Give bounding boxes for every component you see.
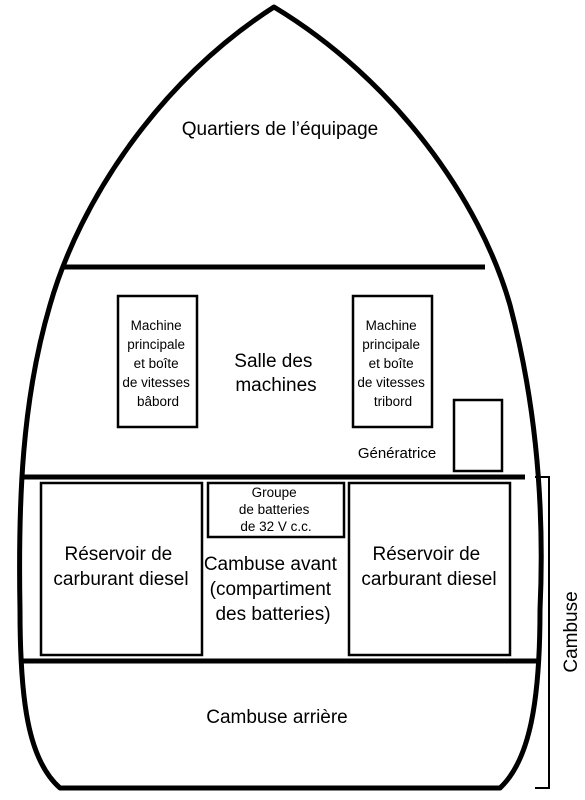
starboard-engine-box	[351, 294, 434, 429]
right-fuel-tank-box	[347, 481, 512, 657]
port-engine-box	[116, 294, 199, 429]
forward-lazarette-label: Cambuse avant (compartiment des batterie…	[204, 554, 342, 625]
right-fuel-tank-label: Réservoir de carburant diesel	[361, 544, 496, 590]
generator-label: Génératrice	[358, 445, 436, 462]
hull-outline	[17, 4, 544, 791]
port-engine-label: Machine principale et boîte de vitesses …	[122, 318, 193, 409]
side-bracket-label: Cambuse	[561, 591, 582, 672]
aft-lazarette-label: Cambuse arrière	[206, 707, 348, 728]
lazarette-bracket	[535, 476, 550, 789]
battery-group-label: Groupe de batteries de 32 V c.c.	[239, 485, 313, 534]
left-fuel-tank-label: Réservoir de carburant diesel	[53, 544, 188, 590]
crew-quarters-label: Quartiers de l’équipage	[182, 119, 378, 140]
left-fuel-tank-box	[39, 481, 204, 657]
starboard-engine-label: Machine principale et boîte de vitesses …	[357, 318, 428, 409]
generator-box	[452, 398, 504, 473]
battery-group-box	[206, 481, 346, 539]
engine-room-label: Salle des machines	[234, 351, 317, 396]
